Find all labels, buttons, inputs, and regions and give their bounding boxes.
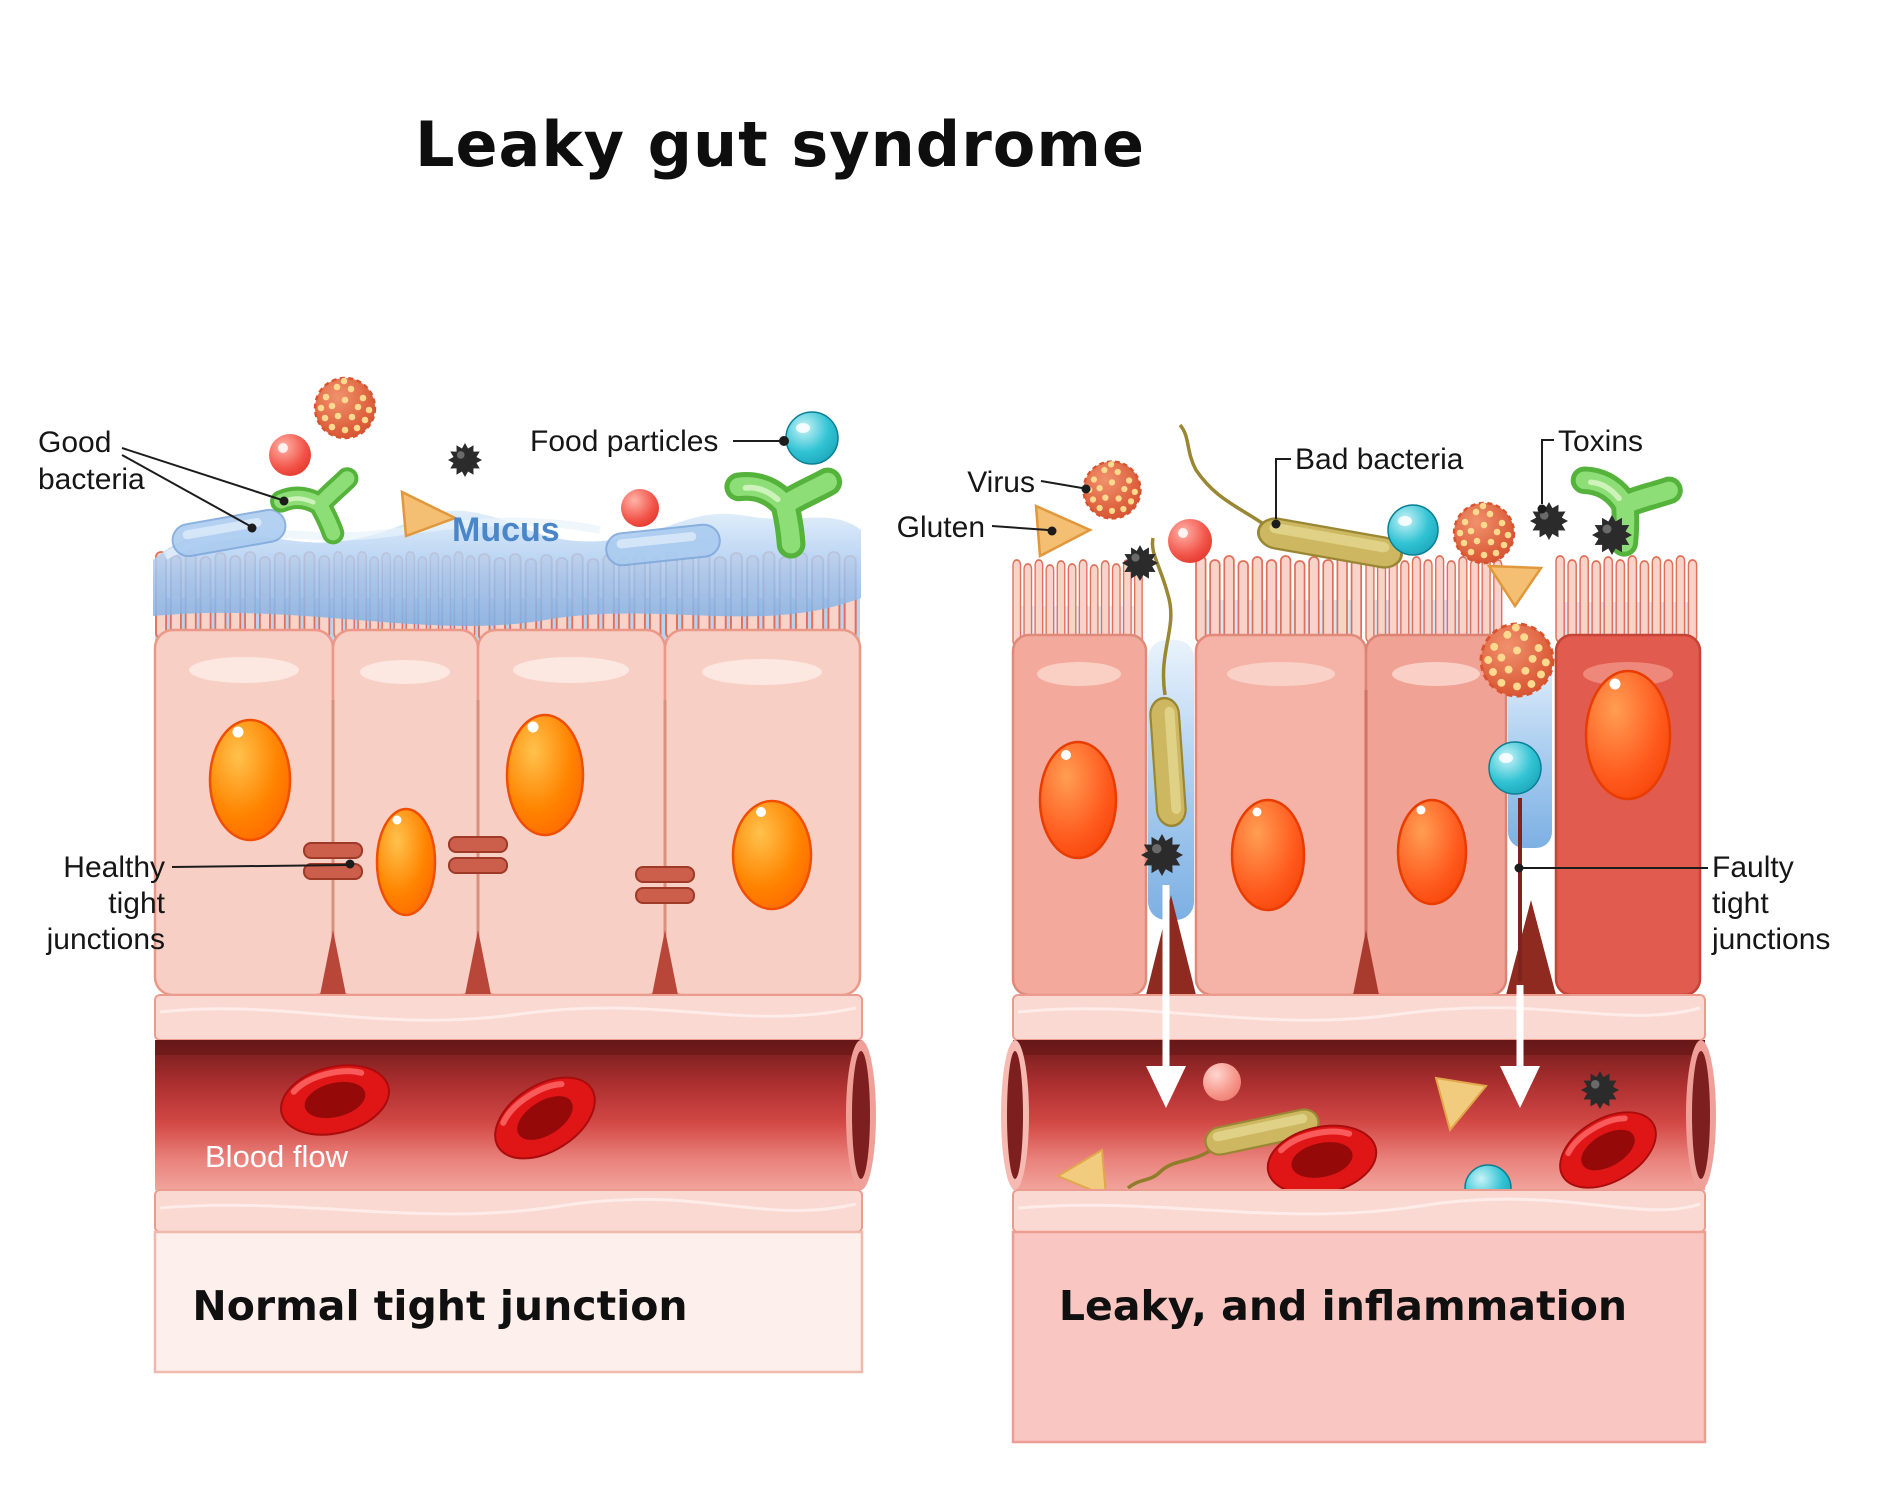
good-bacteria-label-line2: bacteria — [38, 463, 145, 496]
blood-flow-label: Blood flow — [205, 1139, 349, 1174]
good-bacteria-label-line1: Good — [38, 426, 112, 459]
vessel-end-cap-left — [852, 1051, 870, 1179]
food-particle-right — [1387, 504, 1439, 556]
vessel-open-end-right — [1007, 1051, 1023, 1179]
virus-label: Virus — [967, 466, 1035, 499]
gluten-label: Gluten — [896, 511, 985, 544]
red-particle-in-mucus — [621, 489, 659, 527]
gluten-triangle-left — [400, 489, 459, 538]
caption-leaky-inflammation: Leaky, and inflammation — [1058, 1282, 1628, 1330]
vessel-end-cap-right — [1692, 1051, 1710, 1179]
red-particle — [269, 434, 311, 476]
left-panel-art — [153, 376, 876, 1374]
gluten-triangle-labeled — [1034, 504, 1093, 558]
cell-nuclei-left — [208, 713, 813, 917]
food-particles-label: Food particles — [530, 425, 719, 458]
leak-arrows — [1146, 885, 1540, 1108]
microvilli-right — [1012, 555, 1698, 647]
gluten-triangle-falling — [1486, 564, 1544, 609]
food-particle-in-gap — [1488, 741, 1542, 795]
toxin-labeled — [1530, 502, 1568, 540]
mucus-label: Mucus — [452, 511, 560, 549]
bad-bacteria-flagellum — [1150, 537, 1173, 696]
right-panel-art — [1001, 423, 1716, 1444]
toxin-left — [448, 443, 482, 477]
virus-labeled — [1082, 460, 1142, 520]
good-bacteria-green-1 — [279, 478, 354, 539]
red-particle-right — [1168, 519, 1212, 563]
toxins-label: Toxins — [1558, 425, 1644, 458]
gluten-in-blood-2 — [1434, 1076, 1488, 1133]
pointer-lines — [121, 436, 1708, 873]
healthy-tight-junctions-label: Healthy tight junctions — [46, 851, 165, 956]
caption-panel-left — [153, 1230, 864, 1374]
bad-bacteria-label: Bad bacteria — [1295, 443, 1464, 476]
caption-panel-right — [1011, 1230, 1707, 1444]
basement-membrane-left — [154, 994, 863, 1041]
bad-bacteria-flagellum — [1178, 423, 1266, 527]
leaked-particle-pink — [1203, 1063, 1241, 1101]
vessel-wall-right — [1012, 1189, 1706, 1233]
virus-floating — [1452, 501, 1516, 565]
good-bacteria-label: Good bacteria — [38, 424, 145, 498]
gluten-in-blood-1 — [1055, 1148, 1108, 1198]
caption-normal-tight-junction: Normal tight junction — [192, 1282, 688, 1330]
food-particle-ball — [785, 411, 839, 465]
virus-left — [313, 376, 377, 440]
virus-in-gap — [1479, 622, 1555, 698]
page-title: Leaky gut syndrome — [414, 108, 1146, 181]
cell-nuclei-right — [1038, 669, 1672, 912]
faulty-tight-junctions-label: Faulty tight junctions — [1712, 851, 1831, 956]
